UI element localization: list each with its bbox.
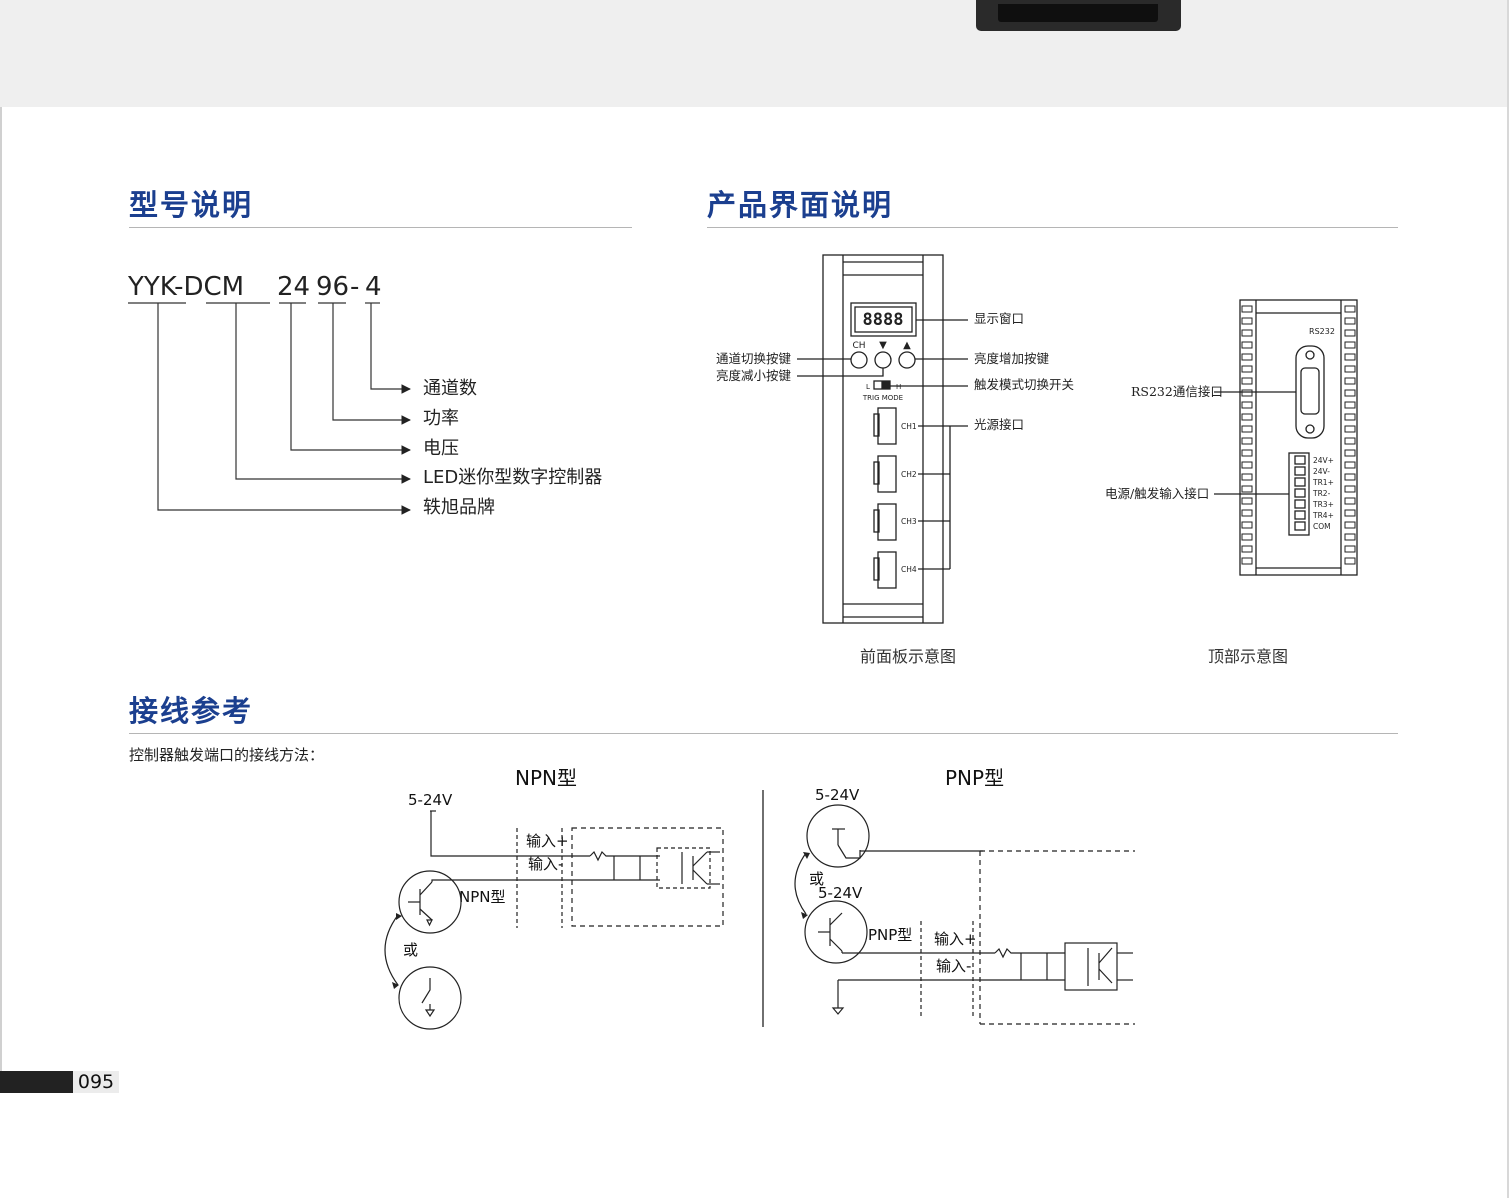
display-digits: 8888	[863, 310, 904, 330]
front-panel-diagram	[797, 254, 968, 624]
model-code-power: 96	[316, 272, 350, 302]
terminal-24v-minus: 24V-	[1313, 467, 1330, 476]
section-rule-interface	[707, 227, 1398, 228]
npn-wiring-diagram	[384, 810, 724, 1030]
npn-type-label: NPN型	[459, 888, 506, 906]
legend-power: 功率	[423, 408, 459, 429]
key-ch: CH	[852, 341, 865, 351]
terminal-tr1: TR1+	[1312, 478, 1334, 487]
npn-input-plus: 输入+	[526, 832, 569, 850]
pnp-input-minus: 输入-	[936, 957, 972, 975]
legend-controller-type: LED迷你型数字控制器	[423, 467, 603, 488]
section-rule-wiring	[129, 733, 1398, 734]
rs232-text: RS232	[1309, 327, 1335, 336]
ch4-label: CH4	[901, 565, 917, 574]
device-photo-top	[976, 0, 1181, 31]
label-brightness-down: 亮度减小按键	[716, 368, 792, 383]
pnp-input-plus: 输入+	[934, 930, 977, 948]
page-number: 095	[73, 1071, 119, 1093]
label-channel-button: 通道切换按键	[716, 351, 792, 366]
terminal-tr4: TR4+	[1312, 511, 1334, 520]
switch-l: L	[866, 383, 870, 391]
legend-channels: 通道数	[423, 378, 477, 399]
pnp-title: PNP型	[945, 766, 1005, 790]
section-title-model: 型号说明	[129, 188, 254, 222]
label-brightness-up: 亮度增加按键	[974, 351, 1050, 366]
npn-or: 或	[403, 941, 419, 959]
label-display-window: 显示窗口	[974, 311, 1025, 326]
section-rule-model	[129, 227, 632, 228]
terminal-tr3: TR3+	[1312, 500, 1334, 509]
caption-front-panel: 前面板示意图	[860, 647, 957, 666]
section-title-wiring: 接线参考	[129, 694, 254, 728]
npn-input-minus: 输入-	[528, 855, 564, 873]
page-number-bar	[0, 1071, 73, 1093]
terminal-tr2: TR2-	[1312, 489, 1331, 498]
pnp-voltage-top: 5-24V	[815, 786, 860, 804]
model-leader-lines	[128, 302, 411, 515]
section-title-interface: 产品界面说明	[707, 188, 894, 222]
label-light-port: 光源接口	[974, 417, 1025, 432]
model-code-dash: -	[350, 272, 360, 302]
ch3-label: CH3	[901, 517, 917, 526]
ch1-label: CH1	[901, 422, 917, 431]
switch-h: H	[896, 383, 901, 391]
caption-top-view: 顶部示意图	[1208, 647, 1289, 666]
npn-title: NPN型	[515, 766, 577, 790]
key-up: ▲	[903, 340, 911, 351]
pnp-or: 或	[809, 870, 825, 888]
page-edge-right	[1507, 0, 1509, 1198]
model-code-prefix: YYK-DCM	[128, 272, 245, 302]
terminal-24v-plus: 24V+	[1313, 456, 1334, 465]
pnp-wiring-diagram	[794, 804, 1135, 1025]
wiring-intro: 控制器触发端口的接线方法：	[129, 746, 325, 764]
key-down: ▼	[879, 340, 887, 351]
pnp-type-label: PNP型	[868, 926, 913, 944]
label-rs232-port: RS232通信接口	[1131, 384, 1223, 399]
label-trigger-switch: 触发模式切换开关	[974, 377, 1075, 392]
model-code-voltage: 24	[277, 272, 311, 302]
ch-connectors	[873, 407, 897, 589]
legend-brand: 轶旭品牌	[423, 497, 495, 518]
ch2-label: CH2	[901, 470, 917, 479]
terminal-com: COM	[1313, 522, 1331, 531]
pnp-voltage-bottom: 5-24V	[818, 884, 863, 902]
legend-voltage: 电压	[423, 438, 459, 459]
top-band	[0, 0, 1507, 107]
model-code-channels: 4	[365, 272, 382, 302]
trig-mode-label: TRIG MODE	[862, 394, 903, 402]
label-power-port: 电源/触发输入接口	[1105, 486, 1210, 501]
npn-voltage: 5-24V	[408, 791, 453, 809]
top-view-diagram	[1214, 299, 1358, 576]
page-edge-left	[0, 107, 2, 1072]
